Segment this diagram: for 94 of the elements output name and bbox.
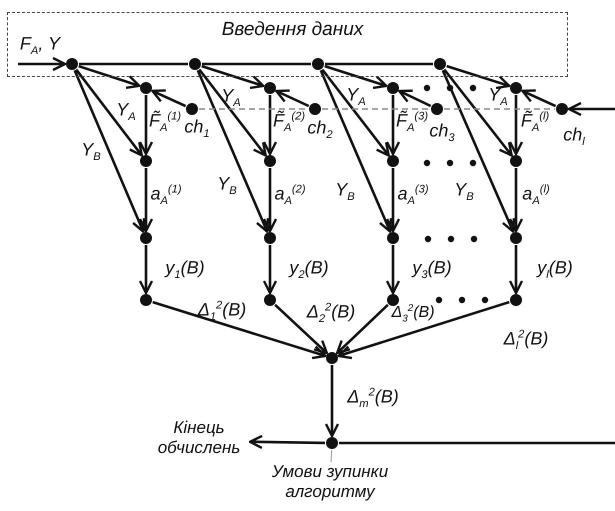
arrow — [321, 68, 390, 157]
edge-label: y$_{1}$(B) — [165, 258, 205, 282]
line — [79, 62, 188, 66]
node-dot — [510, 155, 522, 167]
edge-label: Y$_{A}$ — [346, 86, 366, 108]
node-label: ch$_{l}$ — [563, 126, 585, 148]
arrow — [78, 64, 140, 90]
edge-label: Y$_{B}$ — [81, 140, 101, 164]
node-dot — [510, 232, 522, 244]
node-dot — [140, 232, 152, 244]
arrow — [442, 70, 516, 233]
dashed-line — [322, 108, 430, 110]
arrow — [324, 365, 340, 438]
node-label: ch$_{2}$ — [307, 118, 333, 142]
text-label: Умови зупинки алгоритму — [262, 462, 398, 508]
node-dot — [387, 82, 399, 94]
edge-label: Y$_{B}$ — [335, 180, 355, 204]
node-dot — [510, 82, 522, 94]
node-dot — [312, 58, 324, 70]
node-dot — [188, 58, 200, 70]
edge-label: Y$_{B}$ — [217, 174, 237, 198]
arrow — [446, 64, 510, 90]
node-dot — [186, 103, 198, 115]
node-dot — [387, 155, 399, 167]
node-dot — [326, 352, 338, 364]
node-label: ch$_{3}$ — [429, 122, 455, 144]
edge-label: Δ$_{l}$$^{2}$(B) — [504, 330, 548, 352]
arrow — [262, 245, 278, 294]
node-dot — [431, 103, 443, 115]
edge-label: Y$_{A}$ — [116, 100, 136, 124]
arrow — [262, 95, 278, 156]
arrow — [196, 70, 270, 233]
line — [202, 62, 311, 66]
arrow — [338, 300, 510, 360]
edge-label: y$_{3}$(B) — [412, 258, 452, 282]
arrow — [138, 168, 154, 232]
arrow — [508, 168, 524, 232]
node-dot — [387, 294, 399, 306]
arrow — [138, 245, 154, 294]
edge-label: Y$_{A}$ — [488, 86, 508, 108]
arrow — [398, 90, 432, 108]
arrow — [198, 68, 267, 157]
node-dot — [140, 82, 152, 94]
arrow — [151, 89, 186, 108]
arrow — [248, 434, 326, 450]
node-dot — [434, 58, 446, 70]
arrow — [443, 68, 513, 157]
arrow — [262, 168, 278, 232]
area-title: Введення даних — [220, 19, 365, 41]
arrow — [336, 304, 389, 354]
node-dot — [387, 232, 399, 244]
node-dot — [264, 155, 276, 167]
edge-label: Y$_{A}$ — [221, 86, 241, 110]
arrow — [320, 70, 392, 233]
arrow — [508, 95, 524, 156]
edge-label: Δ$_{3}$$^{2}$(B) — [391, 304, 435, 324]
node-dot — [264, 294, 276, 306]
arrow — [74, 70, 146, 233]
node-dot — [309, 103, 321, 115]
text-label: Кінець обчислень — [148, 418, 250, 464]
input-area — [7, 12, 568, 77]
node-dot — [556, 103, 568, 115]
arrow — [568, 102, 615, 116]
edge-label: Δ$_{m}$$^{2}$(B) — [347, 388, 399, 410]
arrow — [324, 64, 388, 90]
node-label: ch$_{1}$ — [184, 118, 210, 140]
arrow — [386, 95, 400, 156]
line — [339, 442, 615, 444]
arrow — [75, 68, 143, 157]
arrow — [201, 64, 264, 90]
dashed-line — [199, 108, 308, 110]
line — [325, 62, 433, 66]
arrow — [386, 168, 400, 232]
edge-label: F$_{A}$, Y — [20, 34, 60, 58]
node-dot — [140, 294, 152, 306]
arrow — [152, 300, 326, 360]
node-dot — [264, 232, 276, 244]
node-dot — [264, 82, 276, 94]
edge-label: y$_{2}$(B) — [289, 258, 329, 282]
arrow — [508, 245, 524, 294]
edge-label: Y$_{B}$ — [454, 180, 474, 204]
arrow — [18, 56, 66, 72]
arrow — [386, 245, 400, 294]
node-dot — [510, 294, 522, 306]
edge-label: y$_{l}$(B) — [537, 258, 573, 282]
leader-line — [330, 450, 332, 462]
arrow — [138, 95, 154, 156]
arrow — [274, 304, 328, 354]
arrow — [275, 89, 310, 108]
arrow — [521, 89, 556, 108]
node-dot — [66, 58, 78, 70]
edge-label: Δ$_{2}$$^{2}$(B) — [306, 302, 356, 326]
node-dot — [326, 437, 338, 449]
node-dot — [140, 155, 152, 167]
